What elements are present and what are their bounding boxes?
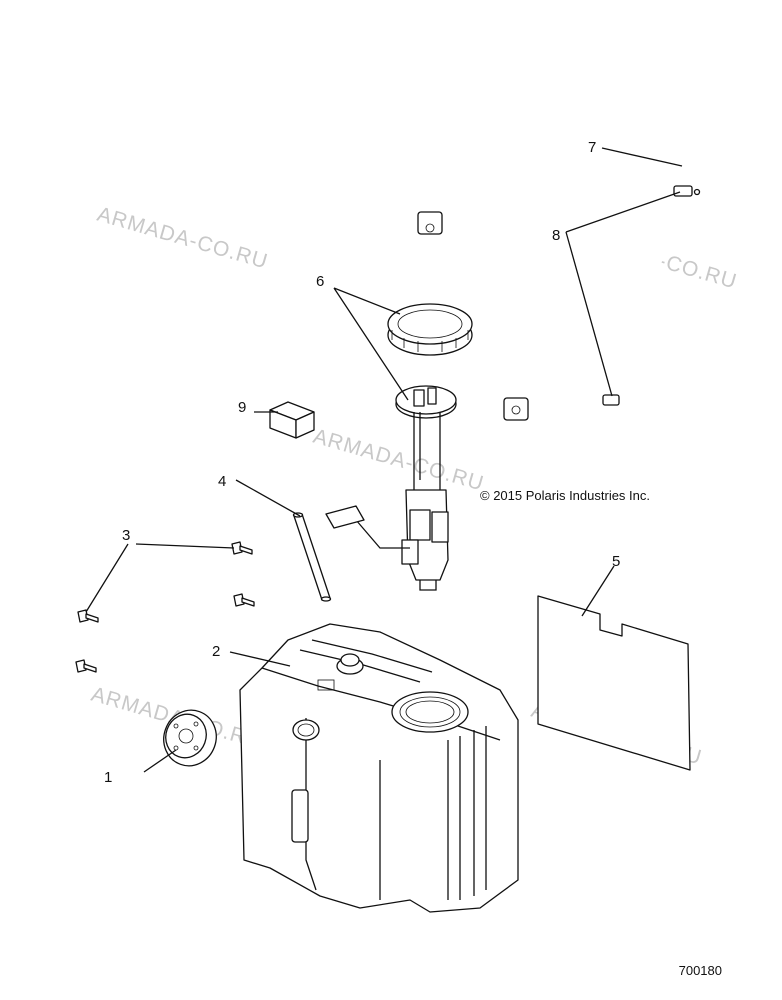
callout-4: 4	[218, 473, 226, 490]
bolt	[75, 659, 97, 673]
lock-ring	[387, 303, 473, 356]
fuel-pump-assembly	[325, 385, 457, 591]
fill-tube	[292, 512, 332, 602]
callout-1: 1	[104, 769, 112, 786]
foam-pad	[269, 401, 315, 439]
watermark: ARMADA-CO.RU	[95, 203, 271, 274]
watermark: ARMADA-CO.RU	[311, 425, 487, 496]
callout-6: 6	[316, 273, 324, 290]
drawing-number: 700180	[679, 963, 722, 978]
leader-lines	[85, 147, 683, 773]
copyright-text: © 2015 Polaris Industries Inc.	[480, 488, 650, 503]
callout-8: 8	[552, 227, 560, 244]
fuel-cap	[163, 709, 217, 767]
callout-9: 9	[238, 399, 246, 416]
warning-label	[537, 595, 691, 771]
hose-clamps	[602, 185, 701, 406]
callout-3: 3	[122, 527, 130, 544]
vent-hose	[417, 42, 700, 421]
bolt	[231, 541, 253, 555]
callout-7: 7	[588, 139, 596, 156]
callout-2: 2	[212, 643, 220, 660]
fuel-tank	[239, 623, 519, 913]
bolt	[77, 609, 99, 623]
callout-5: 5	[612, 553, 620, 570]
bolts	[75, 541, 255, 673]
bolt	[233, 593, 255, 607]
